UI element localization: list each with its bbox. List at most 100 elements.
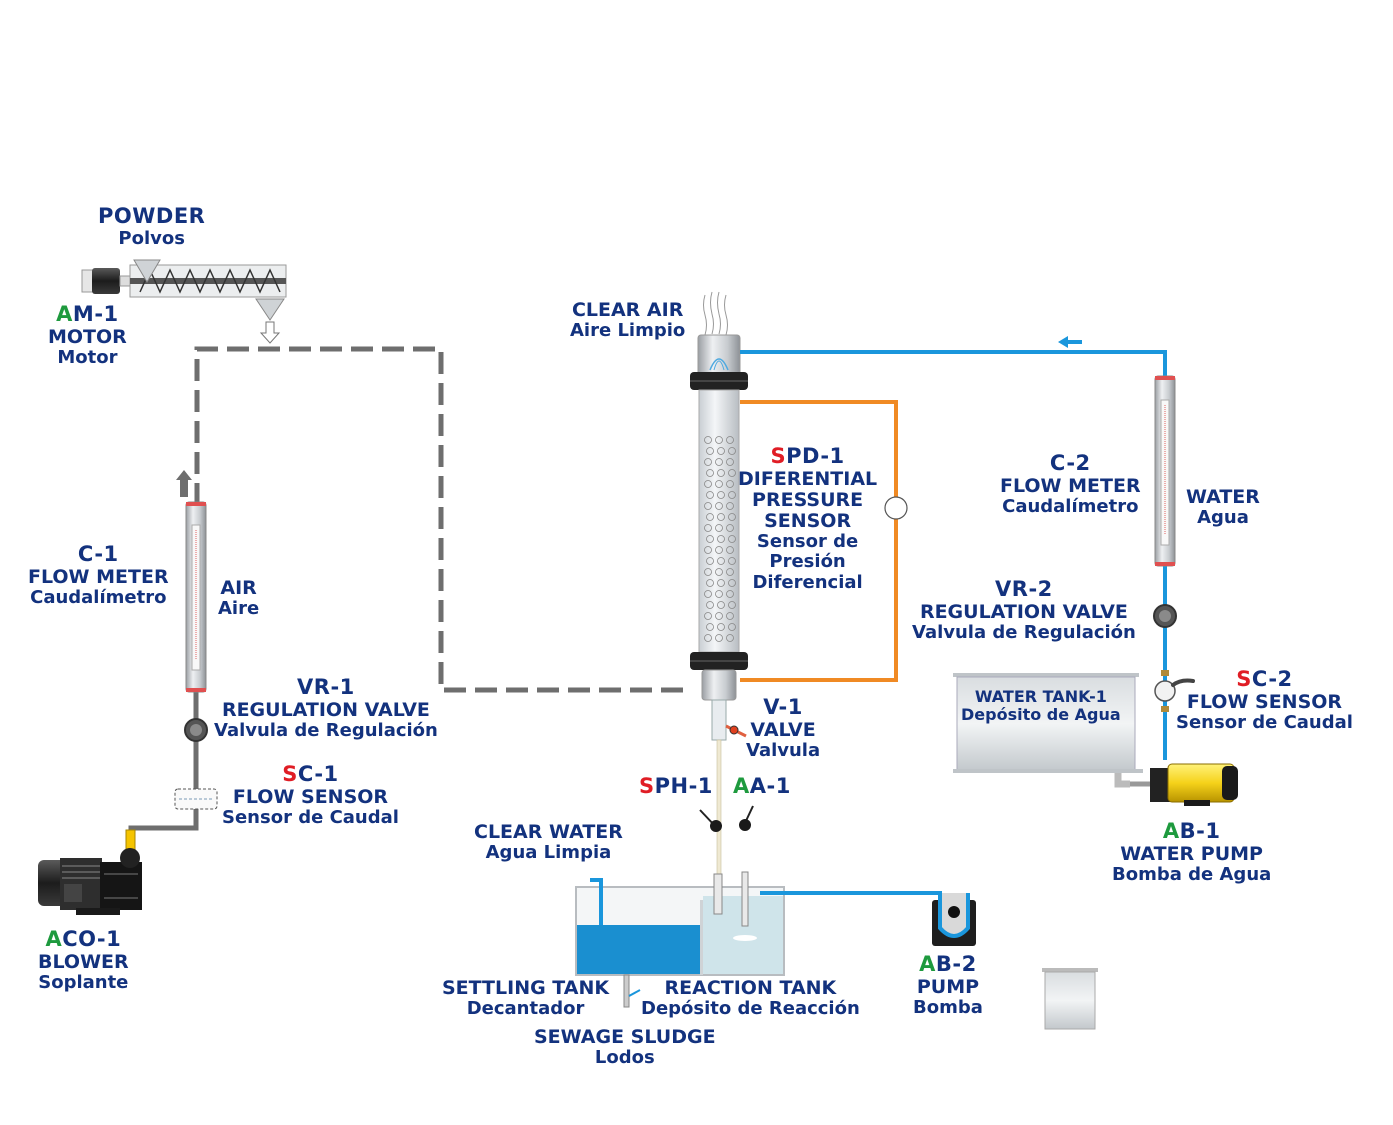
label-ab1-water-pump: AB-1 WATER PUMP Bomba de Agua bbox=[1112, 819, 1272, 885]
packing-ring bbox=[717, 579, 725, 587]
label-ab2-pump: AB-2 PUMP Bomba bbox=[913, 952, 983, 1018]
packing-ring bbox=[728, 469, 736, 477]
packing-ring bbox=[728, 557, 736, 565]
packing-ring bbox=[704, 612, 712, 620]
water-tank-1 bbox=[953, 673, 1150, 788]
packing-ring bbox=[717, 623, 725, 631]
packing-ring bbox=[706, 513, 714, 521]
packing-ring bbox=[704, 436, 712, 444]
packing-ring bbox=[715, 634, 723, 642]
packing-ring bbox=[717, 491, 725, 499]
packing-ring bbox=[726, 458, 734, 466]
packing-ring bbox=[717, 557, 725, 565]
packing-ring bbox=[717, 601, 725, 609]
packing-ring bbox=[704, 546, 712, 554]
packing-ring bbox=[715, 546, 723, 554]
packing-ring bbox=[715, 502, 723, 510]
label-clear-water: CLEAR WATER Agua Limpia bbox=[474, 821, 623, 864]
packing-ring bbox=[726, 634, 734, 642]
packing-ring bbox=[704, 634, 712, 642]
water-pump-ab1 bbox=[1150, 763, 1238, 806]
packing-ring bbox=[715, 458, 723, 466]
packing-ring bbox=[717, 513, 725, 521]
packing-ring bbox=[706, 469, 714, 477]
packing-ring bbox=[704, 590, 712, 598]
packing-ring bbox=[728, 447, 736, 455]
packing-ring bbox=[726, 590, 734, 598]
reagent-container bbox=[1042, 968, 1098, 1030]
packing-ring bbox=[706, 601, 714, 609]
reagent-line bbox=[760, 891, 942, 910]
column-packing bbox=[704, 436, 736, 642]
packing-ring bbox=[715, 524, 723, 532]
packing-ring bbox=[715, 612, 723, 620]
label-sc1-flow-sensor: SC-1 FLOW SENSOR Sensor de Caudal bbox=[222, 762, 399, 828]
packing-ring bbox=[715, 568, 723, 576]
regulation-valve-vr2 bbox=[1153, 604, 1177, 628]
flow-sensor-sc1 bbox=[174, 788, 218, 810]
flow-sensor-sc2 bbox=[1154, 670, 1195, 712]
packing-ring bbox=[715, 480, 723, 488]
label-c1-flow-meter: C-1 FLOW METER Caudalímetro bbox=[28, 542, 169, 608]
packing-ring bbox=[717, 535, 725, 543]
label-aa1: AA-1 bbox=[733, 774, 791, 798]
label-spd1-pressure-sensor: SPD-1 DIFERENTIAL PRESSURE SENSOR Sensor… bbox=[738, 444, 878, 593]
label-c2-flow-meter: C-2 FLOW METER Caudalímetro bbox=[1000, 451, 1141, 517]
label-settling-tank: SETTLING TANK Decantador bbox=[442, 977, 610, 1020]
water-line bbox=[740, 350, 1167, 760]
packing-ring bbox=[706, 557, 714, 565]
packing-ring bbox=[704, 458, 712, 466]
air-supply-line bbox=[128, 690, 199, 850]
packing-ring bbox=[715, 436, 723, 444]
ph-sensor-sph1 bbox=[699, 809, 722, 832]
packing-ring bbox=[706, 579, 714, 587]
packing-ring bbox=[715, 590, 723, 598]
label-sewage-sludge: SEWAGE SLUDGE Lodos bbox=[534, 1026, 716, 1069]
agitator-aa1 bbox=[739, 805, 754, 831]
packing-ring bbox=[726, 436, 734, 444]
water-flow-arrow-icon bbox=[1058, 336, 1082, 348]
label-sc2-flow-sensor: SC-2 FLOW SENSOR Sensor de Caudal bbox=[1176, 667, 1353, 733]
packing-ring bbox=[704, 502, 712, 510]
packing-ring bbox=[704, 568, 712, 576]
packing-ring bbox=[728, 601, 736, 609]
packing-ring bbox=[728, 491, 736, 499]
packing-ring bbox=[706, 623, 714, 631]
packing-ring bbox=[717, 447, 725, 455]
packing-ring bbox=[726, 568, 734, 576]
pressure-sensing-line bbox=[740, 400, 908, 682]
peristaltic-pump-ab2 bbox=[932, 893, 976, 946]
label-vr2-regulation-valve: VR-2 REGULATION VALVE Valvula de Regulac… bbox=[912, 577, 1136, 643]
settling-reaction-tank bbox=[575, 871, 785, 1008]
packing-ring bbox=[728, 535, 736, 543]
blower-aco1 bbox=[38, 829, 142, 915]
powder-air-line bbox=[194, 346, 688, 693]
label-clear-air: CLEAR AIR Aire Limpio bbox=[570, 299, 686, 342]
label-powder: POWDER Polvos bbox=[98, 204, 206, 249]
packing-ring bbox=[726, 480, 734, 488]
label-water-tank-1: WATER TANK-1 Depósito de Agua bbox=[961, 687, 1121, 724]
valve-v1 bbox=[725, 724, 747, 738]
packing-ring bbox=[704, 524, 712, 532]
label-air: AIR Aire bbox=[218, 577, 260, 620]
packing-ring bbox=[706, 535, 714, 543]
packing-ring bbox=[728, 623, 736, 631]
label-vr1-regulation-valve: VR-1 REGULATION VALVE Valvula de Regulac… bbox=[214, 675, 438, 741]
packing-ring bbox=[726, 546, 734, 554]
label-sph1: SPH-1 bbox=[639, 774, 713, 798]
label-motor-am1: AM-1 MOTOR Motor bbox=[48, 302, 127, 368]
packing-ring bbox=[717, 469, 725, 477]
air-flow-arrow-icon bbox=[176, 470, 192, 497]
regulation-valve-vr1 bbox=[184, 718, 208, 742]
packing-ring bbox=[728, 513, 736, 521]
label-aco1-blower: ACO-1 BLOWER Soplante bbox=[38, 927, 129, 993]
packing-ring bbox=[726, 502, 734, 510]
label-v1-valve: V-1 VALVE Valvula bbox=[746, 695, 821, 761]
powder-screw-feeder bbox=[81, 259, 287, 344]
packing-ring bbox=[706, 447, 714, 455]
flow-meter-c1 bbox=[185, 501, 207, 693]
packing-ring bbox=[726, 524, 734, 532]
flow-meter-c2 bbox=[1154, 375, 1176, 567]
packing-ring bbox=[728, 579, 736, 587]
packing-ring bbox=[706, 491, 714, 499]
